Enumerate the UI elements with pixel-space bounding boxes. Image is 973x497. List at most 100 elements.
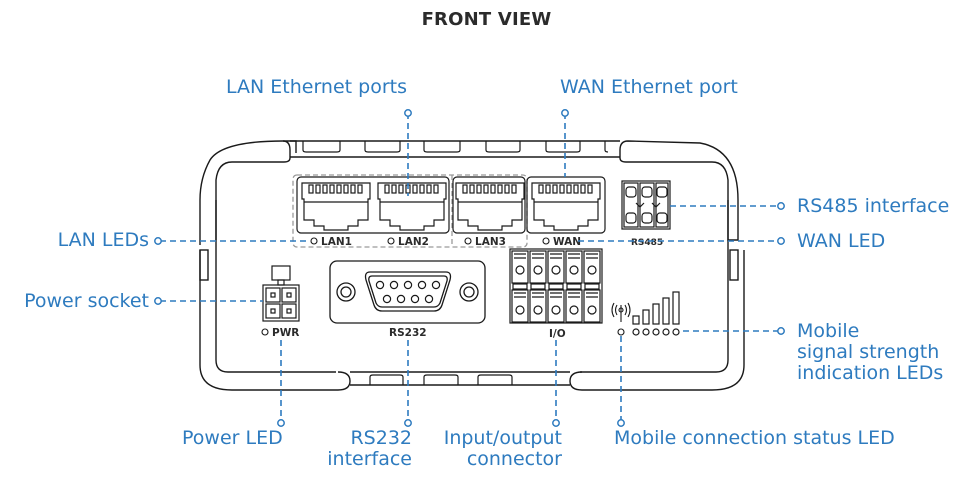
db9-pin — [375, 280, 385, 290]
signal-led — [642, 328, 650, 336]
io-terminal-bottom — [529, 289, 547, 323]
io-terminal-top — [511, 250, 529, 284]
io-terminal-top — [565, 250, 583, 284]
pwr-label: PWR — [272, 327, 299, 339]
signal-bar — [672, 291, 680, 325]
io-terminal-top — [583, 250, 601, 284]
power-socket — [262, 265, 300, 322]
rj45-pin — [573, 184, 579, 194]
callout-mobile-signal-line1: Mobile — [797, 320, 860, 342]
leader-power-socket-end — [154, 297, 162, 305]
power-led — [261, 328, 269, 336]
bottom-vent-slots — [369, 374, 513, 385]
rj45-pin — [545, 184, 551, 194]
lan1-port — [301, 182, 371, 231]
db9-pin — [382, 294, 392, 304]
wan-port-housing — [526, 176, 606, 234]
callout-rs232-line1: RS232 — [350, 427, 412, 449]
io-screw — [569, 305, 579, 315]
db9-pin — [389, 280, 399, 290]
io-divider — [584, 283, 600, 290]
rj45-pin — [538, 184, 544, 194]
wan-port — [531, 182, 601, 231]
io-screw — [551, 305, 561, 315]
db9-pin — [396, 294, 406, 304]
db9-pin — [431, 280, 441, 290]
io-terminal-lever — [550, 253, 562, 298]
callout-io-line1: Input/output — [443, 427, 562, 449]
callout-io-connector: Input/output connector — [444, 428, 562, 470]
callout-rs232-line2: interface — [327, 448, 412, 470]
callout-mobile-signal-leds: Mobile signal strength indication LEDs — [797, 321, 943, 384]
rj45-pin — [350, 184, 356, 194]
signal-bar — [662, 297, 670, 325]
io-screw — [551, 265, 561, 275]
leader-mobile-status-end — [617, 419, 625, 427]
rs232-label: RS232 — [389, 327, 427, 339]
rj45-pin — [336, 184, 342, 194]
io-terminal-lever — [568, 253, 580, 298]
lan3-port — [455, 182, 525, 231]
signal-bar — [632, 315, 640, 325]
leader-io-end — [552, 419, 560, 427]
io-terminal-bottom — [511, 289, 529, 323]
io-terminal-lever — [532, 253, 544, 298]
callout-mobile-signal-line3: indication LEDs — [797, 362, 944, 384]
callout-io-line2: connector — [466, 448, 562, 470]
leader-rs232-end — [404, 419, 412, 427]
callout-lan-leds: LAN LEDs — [57, 229, 149, 251]
lan3-label: LAN3 — [475, 236, 506, 248]
io-terminal-outline — [509, 248, 603, 324]
io-terminal-top — [547, 250, 565, 284]
lan-ports-housing-a — [296, 176, 450, 234]
rj45-pin — [483, 184, 489, 194]
lan2-port — [377, 182, 447, 231]
rs485-label: RS485 — [631, 238, 663, 248]
callout-power-socket: Power socket — [24, 290, 149, 312]
lan2-label: LAN2 — [398, 236, 429, 248]
callout-mobile-signal-line2: signal strength — [797, 341, 940, 363]
rj45-pin — [462, 184, 468, 194]
io-divider — [530, 283, 546, 290]
rj45-pin — [490, 184, 496, 194]
wan-led — [542, 237, 550, 245]
rj45-pin — [476, 184, 482, 194]
lan3-led — [464, 237, 472, 245]
rj45-pin — [357, 184, 363, 194]
leader-wan-port-end — [561, 109, 569, 117]
rj45-pin — [511, 184, 517, 194]
io-screw — [587, 305, 597, 315]
callout-rs485-interface: RS485 interface — [797, 195, 950, 217]
rj45-pin — [391, 184, 397, 194]
rj45-pin — [398, 184, 404, 194]
rj45-pin — [552, 184, 558, 194]
rj45-pin — [315, 184, 321, 194]
rj45-pin — [329, 184, 335, 194]
rj45-pin — [343, 184, 349, 194]
io-terminal-top — [529, 250, 547, 284]
antenna-icon — [611, 302, 631, 322]
io-terminal-bottom — [565, 289, 583, 323]
io-screw — [515, 305, 525, 315]
signal-led — [652, 328, 660, 336]
wan-label: WAN — [553, 236, 581, 248]
rj45-pin — [322, 184, 328, 194]
io-terminal-lever — [514, 253, 526, 298]
signal-bar — [652, 303, 660, 325]
io-divider — [548, 283, 564, 290]
db9-pin — [417, 280, 427, 290]
rj45-pin — [308, 184, 314, 194]
rj45-pin — [426, 184, 432, 194]
top-vent-slots — [302, 141, 609, 153]
signal-led — [632, 328, 640, 336]
io-divider — [512, 283, 528, 290]
leader-wan-led-end — [777, 237, 785, 245]
rj45-pin — [504, 184, 510, 194]
callout-wan-led: WAN LED — [797, 230, 886, 252]
rj45-outline — [531, 182, 601, 231]
rj45-outline — [301, 182, 371, 231]
rs485-connector — [621, 180, 671, 230]
rj45-pin — [412, 184, 418, 194]
db9-pin — [410, 294, 420, 304]
